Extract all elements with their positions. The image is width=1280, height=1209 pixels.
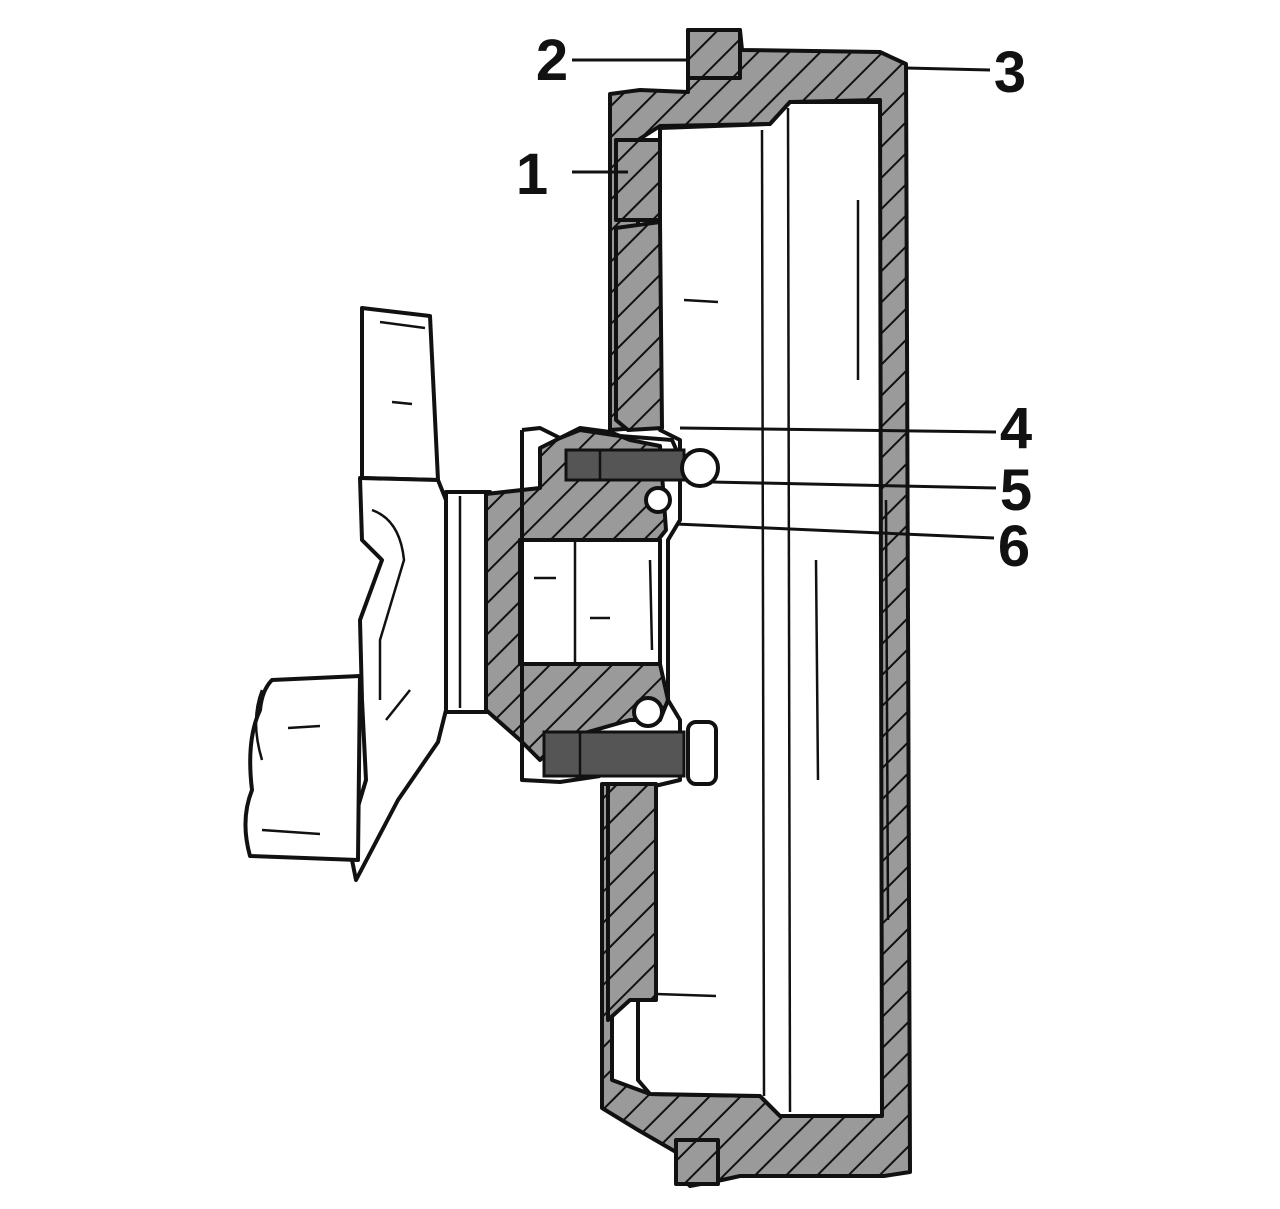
callout-4: 4 xyxy=(1000,396,1032,461)
stub-axle-spindle xyxy=(444,490,492,714)
leader-5 xyxy=(711,480,997,490)
callout-1: 1 xyxy=(516,142,548,207)
callout-3: 3 xyxy=(994,40,1026,105)
leader-lines xyxy=(572,58,997,540)
callout-5: 5 xyxy=(1000,458,1032,523)
wheel-hub xyxy=(484,426,682,784)
leader-3 xyxy=(905,66,991,72)
callout-6: 6 xyxy=(998,514,1030,579)
leader-4 xyxy=(679,426,997,434)
brake-backing-plate xyxy=(606,138,664,1022)
wheel-bolts xyxy=(542,448,720,786)
lever-arm xyxy=(243,674,362,862)
leader-6 xyxy=(675,522,995,540)
callout-labels: 1 2 3 4 5 6 xyxy=(516,28,1032,579)
callout-2: 2 xyxy=(536,28,568,93)
steering-knuckle xyxy=(346,306,448,882)
